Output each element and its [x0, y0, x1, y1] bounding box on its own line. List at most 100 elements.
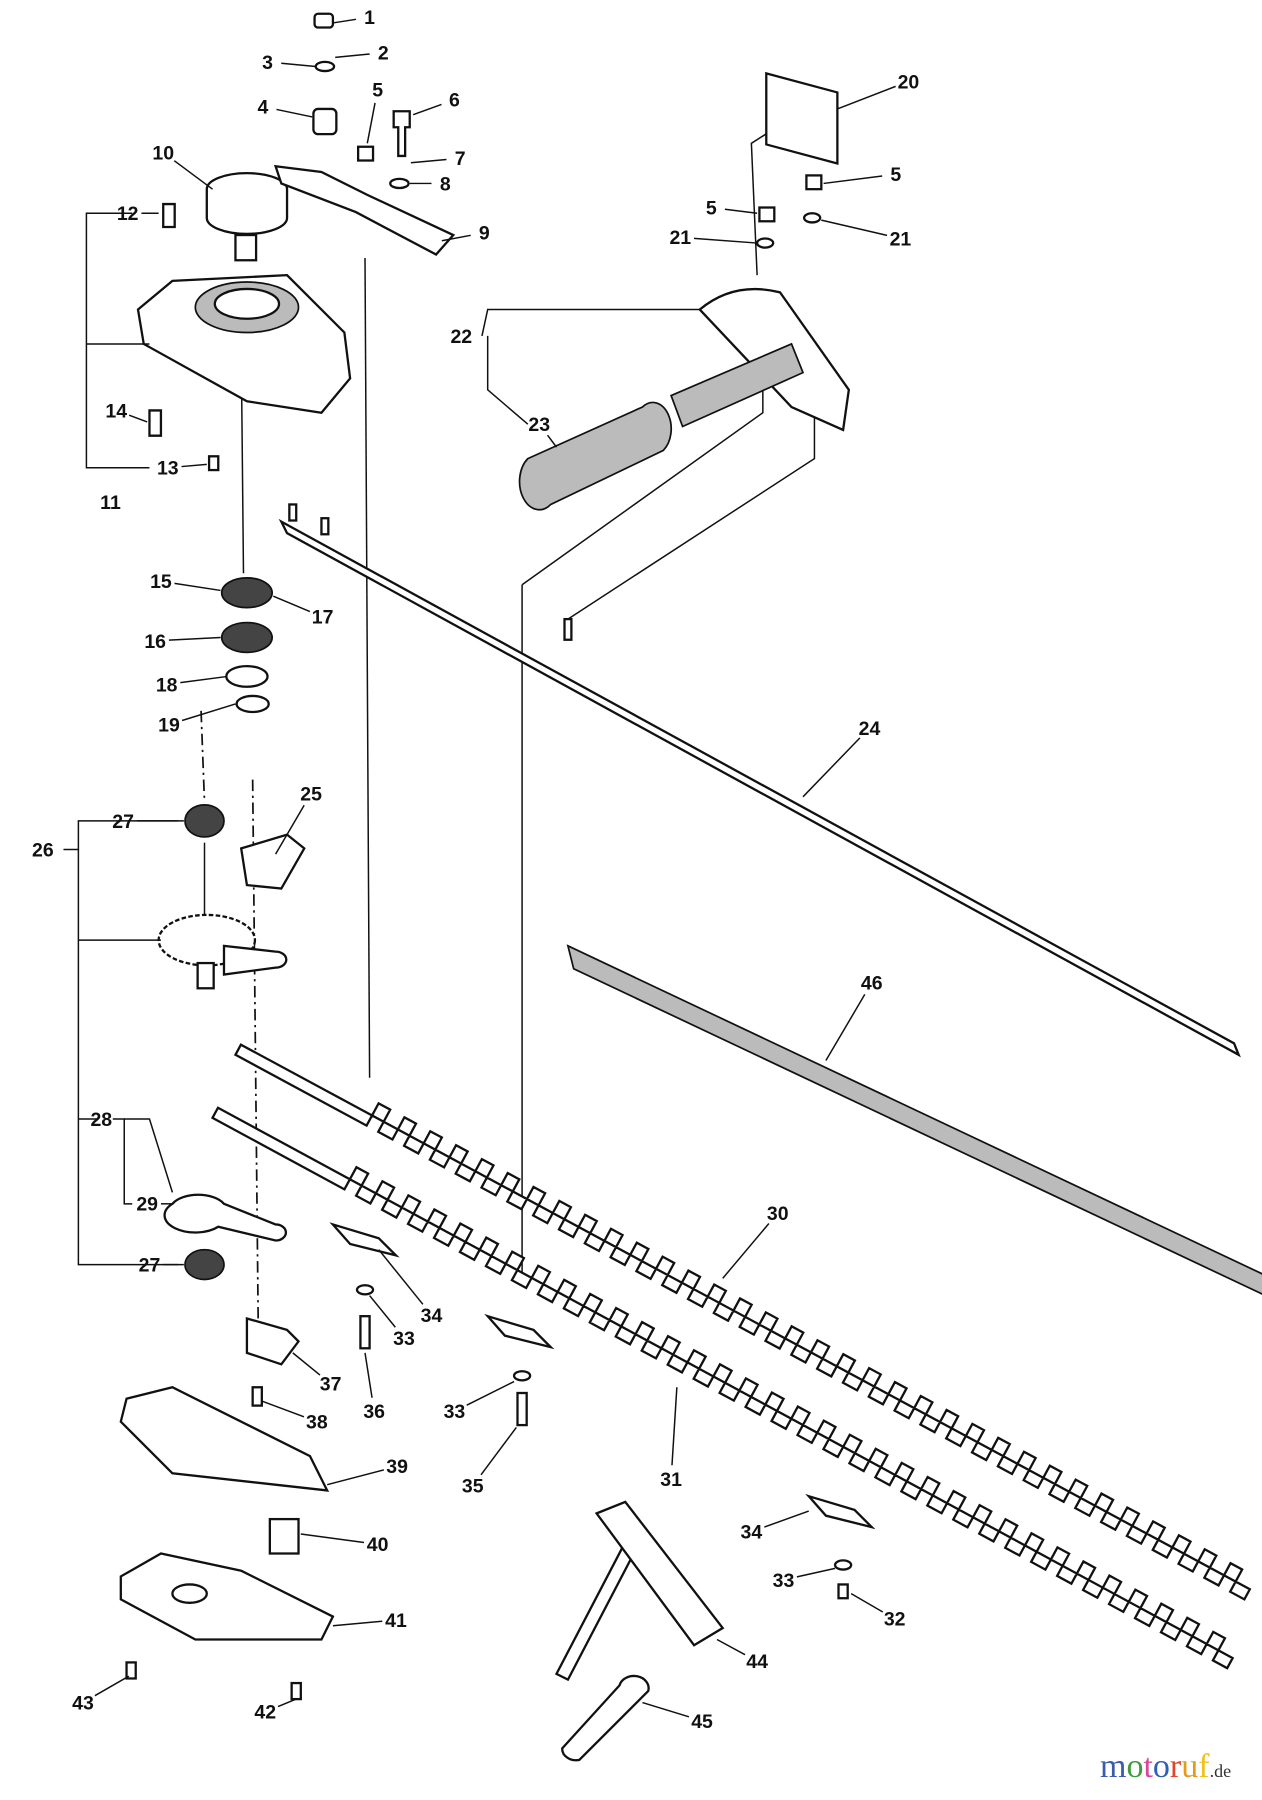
part-label-45: 45	[691, 1711, 713, 1733]
screw-part-38	[251, 1386, 263, 1407]
leader-line	[724, 208, 758, 214]
part-label-33: 33	[393, 1328, 415, 1350]
leader-line	[94, 1675, 130, 1697]
box-wrench-part-44	[594, 1500, 725, 1647]
leader-line	[722, 1223, 770, 1279]
bolt-part-36	[359, 1315, 371, 1350]
part-label-22: 22	[450, 326, 472, 348]
part-label-34: 34	[741, 1522, 763, 1544]
watermark-letter: o	[1126, 1748, 1144, 1785]
leader-line	[332, 1620, 383, 1627]
washer-part-33	[355, 1284, 375, 1296]
gearbox-bore	[213, 287, 281, 320]
leader-line	[802, 737, 861, 798]
drum-shaft	[234, 233, 258, 262]
leader-line	[181, 463, 207, 468]
spacer-part-4	[312, 107, 338, 136]
part-label-5: 5	[706, 197, 717, 219]
bracket-leader	[77, 849, 179, 1266]
part-label-46: 46	[861, 972, 883, 994]
leader-line	[466, 1380, 515, 1406]
leader-line	[671, 1387, 678, 1466]
part-label-23: 23	[528, 414, 550, 436]
blade-part-31	[210, 1106, 1235, 1670]
leader-line	[335, 53, 370, 59]
watermark-letter: m	[1100, 1748, 1127, 1785]
leader-line	[364, 1352, 373, 1398]
part-label-39: 39	[386, 1456, 408, 1478]
pin-part-13	[207, 455, 220, 472]
leader-line	[181, 703, 236, 722]
part-label-10: 10	[152, 142, 174, 164]
washer-part-21c	[802, 212, 822, 224]
plate-part-9	[273, 164, 456, 256]
bracket-leader	[85, 212, 150, 469]
grease-nipple-part-12	[162, 202, 176, 229]
part-label-26: 26	[32, 839, 54, 861]
bracket-leader	[112, 1118, 133, 1205]
part-label-5: 5	[372, 79, 383, 101]
circlip-part-19	[235, 694, 270, 714]
cover-part-41	[119, 1552, 335, 1641]
leader-line	[261, 1400, 305, 1418]
watermark-suffix: .de	[1209, 1761, 1232, 1781]
bracket-leader	[124, 1118, 174, 1193]
screw-part-42	[290, 1681, 302, 1701]
spanner-part-45	[561, 1674, 650, 1762]
nut-part-5	[356, 145, 375, 162]
leader-line	[369, 1295, 396, 1328]
watermark-letter: t	[1143, 1748, 1153, 1785]
screw-part-14	[148, 409, 163, 437]
leader-line	[821, 219, 888, 237]
part-label-6: 6	[449, 90, 460, 112]
drum-part-10	[205, 171, 289, 236]
leader-line	[168, 636, 221, 641]
leader-line	[173, 160, 213, 190]
part-label-17: 17	[312, 607, 334, 629]
leader-line	[174, 582, 221, 592]
part-label-29: 29	[136, 1194, 158, 1216]
leader-line	[332, 18, 357, 24]
leader-line	[716, 1638, 746, 1656]
leader-line	[412, 103, 442, 116]
part-label-12: 12	[117, 203, 139, 225]
cover-bore	[171, 1583, 208, 1604]
assembly-line	[364, 257, 371, 1078]
leader-line	[825, 994, 866, 1061]
part-label-37: 37	[320, 1374, 342, 1396]
part-label-42: 42	[254, 1702, 276, 1724]
part-label-35: 35	[462, 1476, 484, 1498]
part-label-33: 33	[773, 1570, 795, 1592]
nut-part-5b	[758, 206, 776, 223]
leader-line	[480, 1426, 517, 1476]
leader-line	[277, 1698, 297, 1708]
washer-part-3	[314, 60, 336, 73]
label-part-20	[765, 71, 839, 165]
part-label-1: 1	[364, 7, 375, 29]
handle-tube	[670, 342, 805, 428]
part-label-36: 36	[363, 1401, 385, 1423]
washer-part-21b	[755, 237, 775, 249]
plate-part-25	[239, 833, 306, 890]
nut-part-32	[837, 1583, 849, 1600]
guide-part-34	[329, 1222, 400, 1258]
leader-line	[410, 158, 447, 164]
part-label-15: 15	[150, 571, 172, 593]
part-label-27: 27	[139, 1254, 161, 1276]
bearing-part-27b	[184, 1248, 225, 1281]
part-label-32: 32	[884, 1609, 906, 1631]
leader-line	[281, 62, 316, 68]
part-label-27: 27	[112, 811, 134, 833]
watermark-letter: o	[1152, 1748, 1170, 1785]
bracket-part-37	[245, 1316, 301, 1366]
leader-line	[693, 237, 758, 244]
part-label-5: 5	[890, 164, 901, 186]
washer-part-8	[389, 177, 410, 190]
bolt-part-6	[392, 110, 411, 158]
circlip-part-18	[225, 664, 269, 688]
leader-line	[823, 175, 883, 185]
leader-line	[441, 234, 471, 242]
leader-line	[378, 1249, 424, 1305]
part-label-21: 21	[669, 227, 691, 249]
